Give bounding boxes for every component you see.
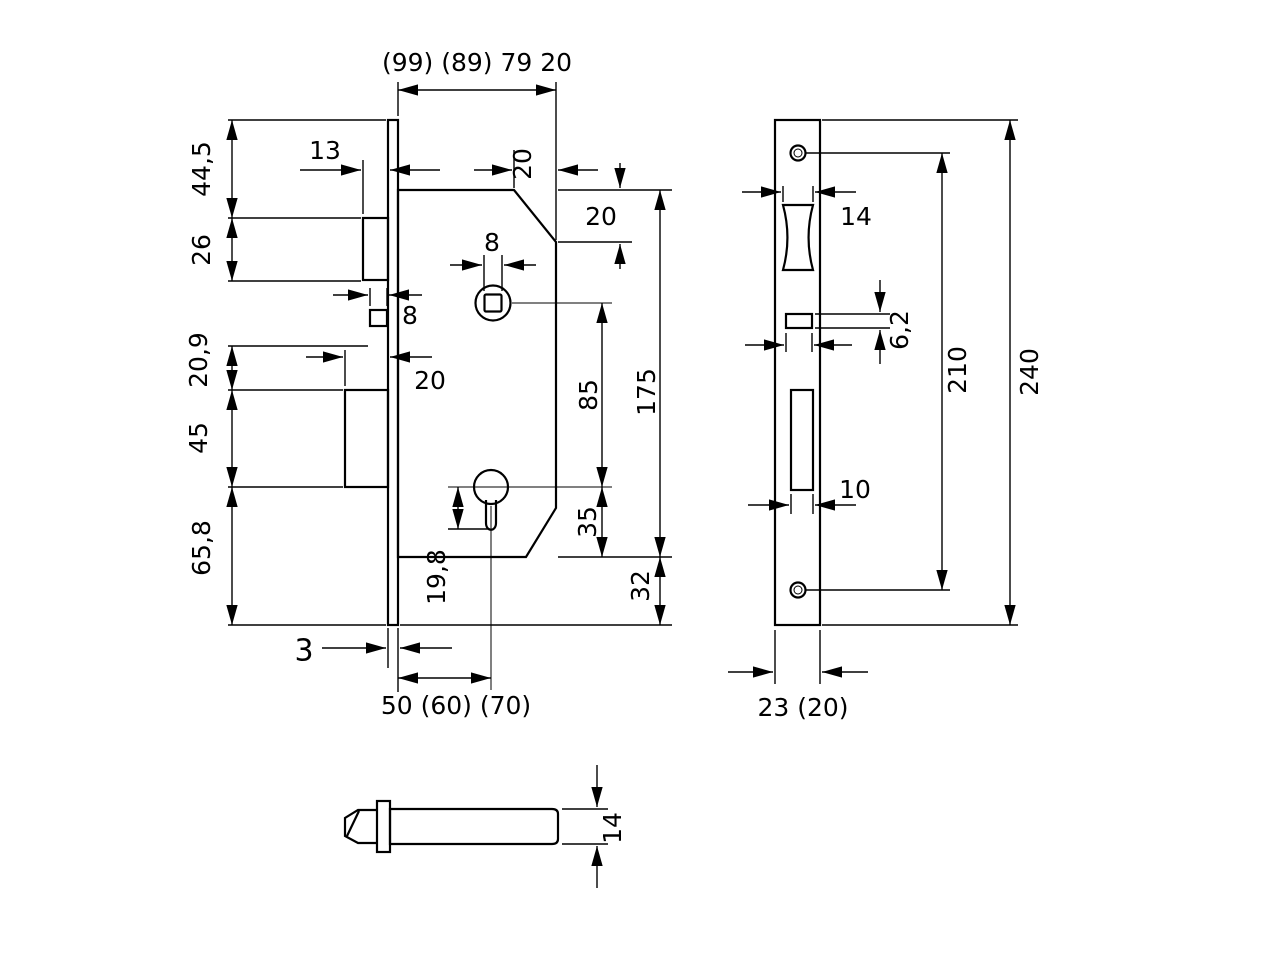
dim-label-bolt-height-14: 14 [598, 812, 627, 844]
dim-label-latch-cutout-14: 14 [840, 202, 872, 231]
faceplate-edge [386, 118, 400, 627]
bolt-shaft [388, 807, 560, 846]
deadbolt [343, 388, 390, 489]
faceplate-dimension-lines [728, 120, 1016, 678]
spindle-follower [474, 284, 512, 322]
screw-hole-top [789, 144, 807, 162]
dim-label-screw-centers-210: 210 [943, 346, 972, 394]
dimension-labels: (99) (89) 79 20 13 20 20 8 8 20 44,5 26 20,9 45 65,… [184, 48, 1044, 844]
latch-bolt-side-view [343, 799, 560, 854]
bolt-faceplate-section [375, 799, 392, 854]
dim-label-dim-20-9: 20,9 [184, 332, 213, 388]
dim-label-dim-45: 45 [184, 422, 213, 454]
faceplate-extension-lines [774, 119, 1018, 684]
dim-label-deadbolt-cutout-10: 10 [839, 475, 871, 504]
dim-label-aux-bolt-8: 8 [402, 301, 418, 330]
dim-label-latch-protrusion-13: 13 [309, 136, 341, 165]
faceplate-outline [773, 118, 822, 627]
dim-label-dim-35: 35 [573, 506, 602, 538]
dim-label-plate-height-240: 240 [1015, 348, 1044, 396]
aux-bolt-cutout [784, 312, 814, 330]
dim-label-chamfer-height-20: 20 [585, 202, 617, 231]
latch-bolt [361, 216, 390, 282]
screw-hole-bottom-inner [793, 585, 803, 595]
dim-label-faceplate-thickness-3: 3 [294, 634, 313, 669]
dim-label-dim-26: 26 [187, 234, 216, 266]
front-view-extension-lines [228, 82, 672, 692]
screw-hole-bottom [789, 581, 807, 599]
dim-label-spindle-square-8: 8 [484, 228, 500, 257]
dim-label-top-offset-20: 20 [508, 148, 537, 180]
spindle-square-hole [483, 293, 503, 313]
dim-label-case-height-175: 175 [632, 368, 661, 416]
bolt-head [343, 808, 377, 845]
dim-label-dim-32: 32 [626, 570, 655, 602]
dim-label-case-depth-variants: (99) (89) 79 20 [382, 48, 572, 77]
latch-cutout [781, 203, 815, 272]
auxiliary-bolt [368, 308, 389, 328]
dim-label-backset-50-60-70: 50 (60) (70) [381, 691, 531, 720]
bolt-bevel-line [346, 810, 360, 837]
lock-case-front-view [343, 118, 558, 627]
dim-label-dim-44-5: 44,5 [187, 141, 216, 197]
dim-label-dim-65-8: 65,8 [187, 520, 216, 576]
screw-hole-top-inner [793, 148, 803, 158]
dim-label-plate-width-23-20: 23 (20) [757, 693, 848, 722]
faceplate-front-view [773, 118, 822, 627]
lock-case-outline [396, 188, 558, 559]
dim-label-centers-85: 85 [574, 379, 603, 411]
bolt-view-dimensions [562, 765, 608, 888]
dim-label-aux-cutout-6-2: 6,2 [885, 310, 914, 350]
dim-label-deadbolt-throw-20: 20 [414, 366, 446, 395]
deadbolt-cutout [789, 388, 815, 492]
dim-label-dim-19-8: 19,8 [422, 549, 451, 605]
front-view-dimension-lines [226, 84, 666, 684]
